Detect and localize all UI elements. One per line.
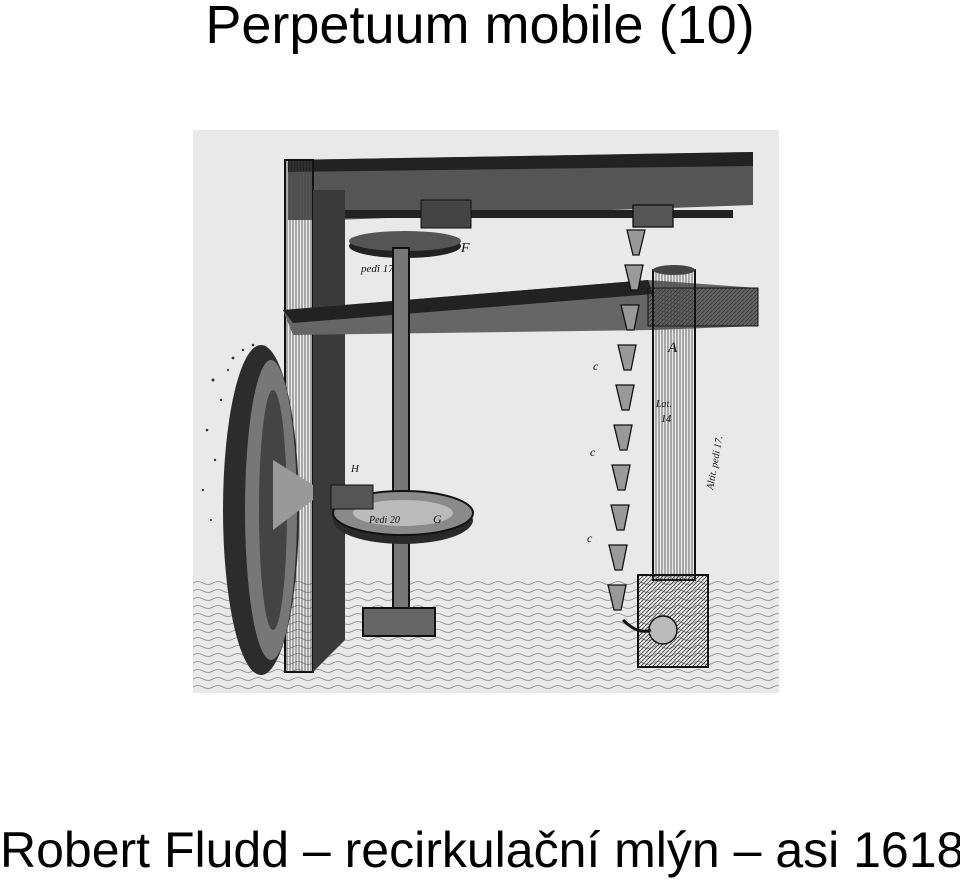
label-pedi-top: pedi 17 xyxy=(360,263,394,275)
label-lat: Lat. xyxy=(655,399,672,410)
archimedes-column xyxy=(637,265,709,668)
axle-base xyxy=(362,607,436,637)
label-g: G xyxy=(433,512,442,526)
water-wheel xyxy=(223,345,313,675)
fludd-mill-engraving: F pedi 17 A Lat. 14 Altit. pedi 17. c c … xyxy=(193,130,779,693)
vertical-wall xyxy=(284,159,345,673)
label-a: A xyxy=(667,340,678,356)
label-c3: c xyxy=(587,531,593,545)
pinion-box xyxy=(420,199,472,229)
lower-gear xyxy=(330,484,474,544)
upper-disc xyxy=(349,199,472,258)
label-c1: c xyxy=(593,359,599,373)
label-c2: c xyxy=(590,445,596,459)
vertical-axle xyxy=(392,247,410,619)
engraving-svg: F pedi 17 A Lat. 14 Altit. pedi 17. c c … xyxy=(193,130,779,693)
label-lat-num: 14 xyxy=(661,414,671,425)
label-h: H xyxy=(350,463,360,475)
label-f: F xyxy=(460,241,470,256)
slide-title: Perpetuum mobile (10) xyxy=(205,0,755,55)
water-splash xyxy=(201,343,255,521)
slide-caption: Robert Fludd – recirkulační mlýn – asi 1… xyxy=(0,822,960,878)
label-pedi-gear: Pedi 20 xyxy=(368,515,400,526)
bucket-chain xyxy=(607,204,674,611)
top-beam xyxy=(288,152,753,220)
lower-pinion xyxy=(330,484,374,510)
intake-mechanism xyxy=(621,615,678,645)
